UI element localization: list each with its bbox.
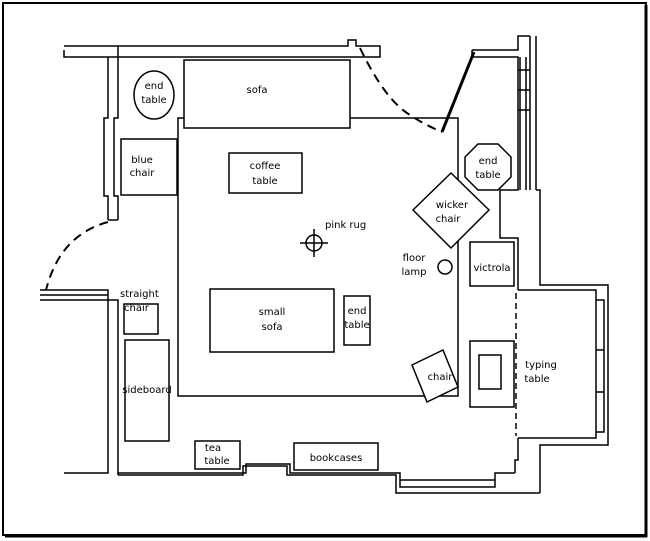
end-table-right[interactable]: end table xyxy=(464,143,512,191)
end-table-middle-label-1: end xyxy=(348,306,367,317)
end-table-middle[interactable]: end table xyxy=(343,295,371,346)
blue-chair-label-1: blue xyxy=(131,155,153,166)
typing-table-label-2: table xyxy=(524,374,549,385)
tea-table[interactable]: tea table xyxy=(194,440,241,470)
wicker-chair-label-2: chair xyxy=(436,214,462,225)
small-sofa-label-1: small xyxy=(259,307,286,318)
sofa-label: sofa xyxy=(247,85,268,96)
straight-chair-label-1: straight xyxy=(120,289,159,300)
end-table-top-left-label-2: table xyxy=(141,95,166,106)
end-table-right-label-2: table xyxy=(475,170,500,181)
sideboard-label: sideboard xyxy=(122,385,171,396)
tea-table-label-1: tea xyxy=(205,443,221,454)
end-table-top-left-label-1: end xyxy=(145,81,164,92)
sofa[interactable]: sofa xyxy=(183,59,351,129)
tea-table-label-2: table xyxy=(204,456,229,467)
pink-rug-marker: pink rug xyxy=(300,220,366,257)
sideboard[interactable]: sideboard xyxy=(122,339,172,442)
door-panel-top xyxy=(440,51,476,133)
door-swing-left xyxy=(45,221,109,291)
door-swing-top xyxy=(359,47,443,133)
walls xyxy=(40,35,609,494)
wicker-chair[interactable]: wicker chair xyxy=(411,171,491,250)
floor-lamp-label-2: lamp xyxy=(402,267,427,278)
victrola[interactable]: victrola xyxy=(469,241,515,287)
blue-chair-label-2: chair xyxy=(130,168,156,179)
bookcases[interactable]: bookcases xyxy=(293,442,379,471)
end-table-middle-label-2: table xyxy=(344,320,369,331)
blue-chair[interactable]: blue chair xyxy=(120,138,178,196)
coffee-table-label-2: table xyxy=(252,176,277,187)
small-sofa-label-2: sofa xyxy=(262,322,283,333)
straight-chair-label-2: chair xyxy=(124,303,150,314)
floor-lamp[interactable]: floor lamp xyxy=(402,253,453,278)
pink-rug-outline xyxy=(177,117,446,397)
end-table-right-label-1: end xyxy=(479,156,498,167)
small-sofa[interactable]: small sofa xyxy=(209,288,335,353)
bookcases-label: bookcases xyxy=(310,453,363,464)
typing-table-label-1: typing xyxy=(525,360,557,371)
straight-chair[interactable]: straight chair xyxy=(120,289,159,335)
floor-lamp-label-1: floor xyxy=(403,253,427,264)
coffee-table[interactable]: coffee table xyxy=(228,152,303,194)
victrola-label: victrola xyxy=(473,263,510,274)
end-table-top-left[interactable]: end table xyxy=(133,70,175,120)
wicker-chair-label-1: wicker xyxy=(436,200,469,211)
typing-table[interactable]: typing table xyxy=(469,340,557,408)
coffee-table-label-1: coffee xyxy=(250,161,281,172)
pink-rug-label: pink rug xyxy=(325,220,366,231)
chair-label: chair xyxy=(428,372,454,383)
chair[interactable]: chair xyxy=(411,348,459,404)
